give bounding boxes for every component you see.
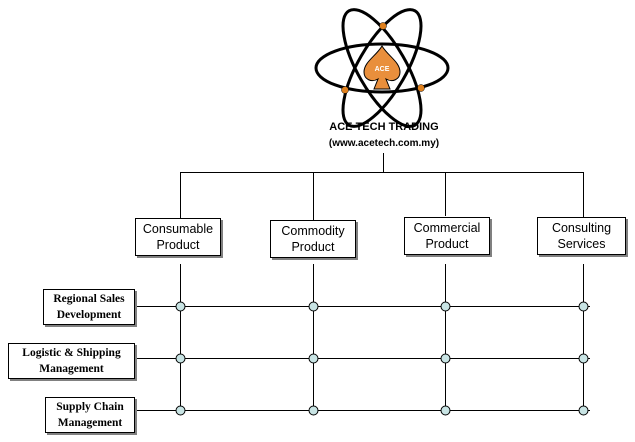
function-box-line2: Management xyxy=(39,363,104,375)
matrix-node-r1-c4 xyxy=(578,301,589,312)
matrix-node-r3-c1 xyxy=(175,405,186,416)
company-url: (www.acetech.com.my) xyxy=(328,138,440,149)
function-box-line1: Supply Chain xyxy=(56,401,124,413)
product-box-line2: Product xyxy=(156,238,200,252)
product-box-line1: Consumable xyxy=(142,222,214,236)
matrix-node-r2-c4 xyxy=(578,353,589,364)
matrix-node-r2-c1 xyxy=(175,353,186,364)
logo-orbit-horizontal xyxy=(314,42,450,94)
product-box-line2: Product xyxy=(425,237,469,251)
spade-icon xyxy=(363,45,401,90)
matrix-node-r3-c3 xyxy=(440,405,451,416)
product-box-line1: Commercial xyxy=(413,221,481,235)
logo-electron-left xyxy=(341,86,349,94)
function-box-line1: Logistic & Shipping xyxy=(22,347,121,359)
matrix-node-r2-c2 xyxy=(308,353,319,364)
company-name: ACE TECH TRADING xyxy=(329,121,439,133)
function-box-line2: Management xyxy=(57,417,123,429)
logo-electron-top xyxy=(379,22,387,30)
logo-text: ACE xyxy=(375,66,390,73)
product-box-line2: Product xyxy=(291,240,335,254)
matrix-node-r2-c3 xyxy=(440,353,451,364)
matrix-node-r1-c1 xyxy=(175,301,186,312)
matrix-node-r1-c2 xyxy=(308,301,319,312)
matrix-node-r1-c3 xyxy=(440,301,451,312)
product-box-line1: Consulting xyxy=(551,221,612,235)
hierarchy-connectors xyxy=(180,153,584,220)
logo-orbit-diagonal-b xyxy=(341,8,423,128)
matrix-node-r3-c2 xyxy=(308,405,319,416)
logo-electron-right xyxy=(417,84,425,92)
logo-orbit-diagonal-a xyxy=(341,8,423,128)
product-box-line1: Commodity xyxy=(281,224,345,238)
ace-logo: ACE xyxy=(314,8,450,128)
matrix-grid xyxy=(137,264,590,411)
function-box-line1: Regional Sales xyxy=(53,293,125,305)
matrix-nodes xyxy=(175,301,589,416)
product-box-line2: Services xyxy=(557,237,606,251)
function-box-line2: Development xyxy=(56,309,122,321)
matrix-node-r3-c4 xyxy=(578,405,589,416)
